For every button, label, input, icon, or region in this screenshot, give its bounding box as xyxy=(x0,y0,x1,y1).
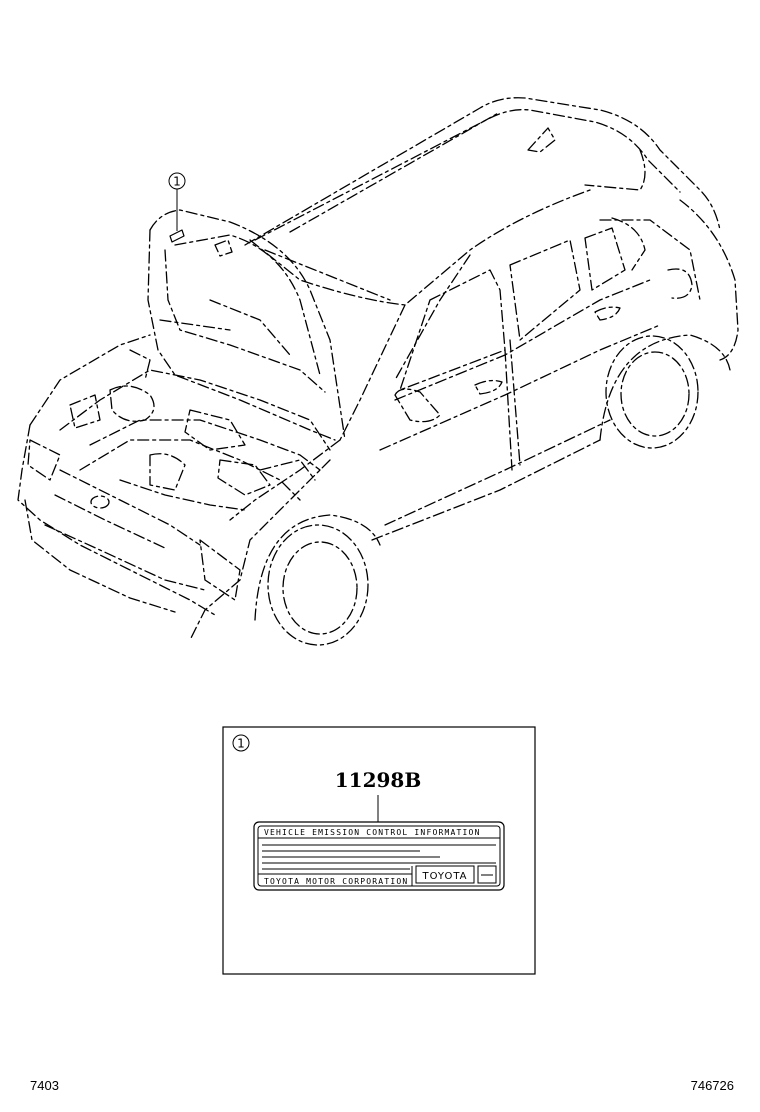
part-number: 11298B xyxy=(335,768,421,792)
vehicle-callout: 1 xyxy=(168,172,186,231)
detail-callout-number: 1 xyxy=(237,737,245,751)
footer-left-code: 7403 xyxy=(30,1078,59,1093)
label-brand: TOYOTA xyxy=(421,871,467,882)
label-header: VEHICLE EMISSION CONTROL INFORMATION xyxy=(264,828,481,837)
emission-label: VEHICLE EMISSION CONTROL INFORMATION TOY… xyxy=(253,821,505,891)
label-footer: TOYOTA MOTOR CORPORATION xyxy=(264,877,408,886)
detail-box: 1 11298B VEHICLE EMISSION CONTROL INFORM… xyxy=(222,726,536,975)
footer-right-code: 746726 xyxy=(691,1078,734,1093)
vehicle-callout-number: 1 xyxy=(173,175,181,189)
vehicle-illustration xyxy=(17,97,739,646)
